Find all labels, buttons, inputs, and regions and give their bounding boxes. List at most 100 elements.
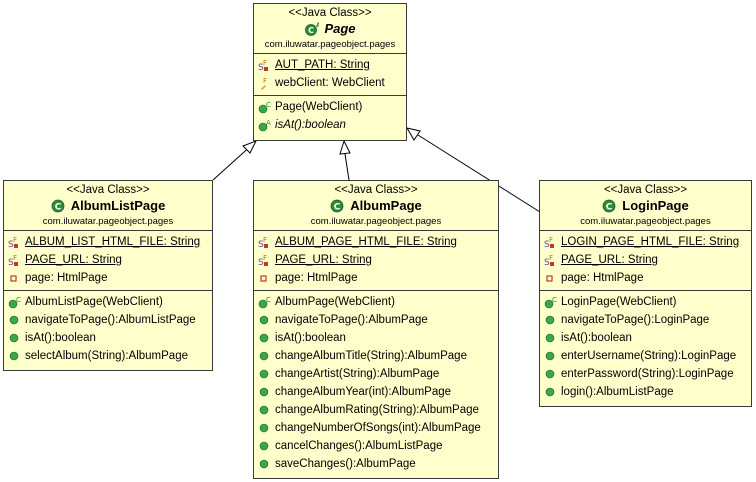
field-text: PAGE_URL: String	[25, 254, 122, 266]
method-row[interactable]: saveChanges():AlbumPage	[254, 455, 498, 473]
method-row[interactable]: C LoginPage(WebClient)	[540, 293, 751, 311]
public-method-icon	[258, 349, 273, 363]
method-row[interactable]: C AlbumListPage(WebClient)	[4, 293, 212, 311]
field-row[interactable]: F webClient: WebClient	[254, 74, 406, 92]
method-row[interactable]: changeAlbumYear(int):AlbumPage	[254, 383, 498, 401]
svg-text:F: F	[263, 59, 267, 67]
class-name: C AlbumListPage	[4, 197, 212, 215]
svg-text:C: C	[552, 296, 557, 304]
method-row[interactable]: changeArtist(String):AlbumPage	[254, 365, 498, 383]
svg-text:F: F	[263, 77, 267, 85]
private-field-icon	[544, 271, 559, 285]
class-header: <<Java Class>> C AlbumPage com.iluwatar.…	[254, 181, 498, 231]
method-text: isAt():boolean	[275, 332, 346, 344]
method-text: AlbumPage(WebClient)	[275, 296, 395, 308]
svg-text:C: C	[16, 296, 21, 304]
method-row[interactable]: selectAlbum(String):AlbumPage	[4, 347, 212, 365]
svg-text:S: S	[258, 240, 264, 249]
class-icon: C	[51, 199, 66, 213]
package-name: com.iluwatar.pageobject.pages	[580, 216, 711, 227]
method-row[interactable]: isAt():boolean	[254, 329, 498, 347]
package-name: com.iluwatar.pageobject.pages	[264, 39, 396, 50]
method-text: isAt():boolean	[25, 332, 96, 344]
public-method-icon	[544, 349, 559, 363]
class-box-albumlistpage[interactable]: <<Java Class>> C AlbumListPage com.iluwa…	[3, 180, 213, 371]
svg-text:A: A	[316, 22, 319, 29]
method-row[interactable]: isAt():boolean	[4, 329, 212, 347]
public-method-icon	[258, 367, 273, 381]
svg-text:S: S	[258, 258, 264, 267]
class-name-text: AlbumPage	[350, 198, 422, 213]
method-row[interactable]: login():AlbumListPage	[540, 383, 751, 401]
svg-text:C: C	[266, 296, 271, 304]
arrow-albumpage-to-page	[344, 153, 350, 181]
abstract-method-icon: A	[258, 118, 273, 132]
methods-section: C AlbumListPage(WebClient) navigateToPag…	[4, 290, 212, 368]
field-text: PAGE_URL: String	[275, 254, 372, 266]
method-row[interactable]: isAt():boolean	[540, 329, 751, 347]
svg-text:F: F	[13, 254, 17, 262]
public-method-icon	[8, 313, 23, 327]
class-box-loginpage[interactable]: <<Java Class>> C LoginPage com.iluwatar.…	[539, 180, 752, 407]
svg-text:F: F	[263, 254, 267, 262]
method-text: navigateToPage():AlbumListPage	[25, 314, 196, 326]
field-row[interactable]: page: HtmlPage	[4, 269, 212, 287]
field-row[interactable]: page: HtmlPage	[254, 269, 498, 287]
method-row[interactable]: enterUsername(String):LoginPage	[540, 347, 751, 365]
method-row[interactable]: enterPassword(String):LoginPage	[540, 365, 751, 383]
method-row[interactable]: navigateToPage():AlbumPage	[254, 311, 498, 329]
class-name: C LoginPage	[540, 197, 751, 215]
private-field-icon	[8, 271, 23, 285]
class-name-text: LoginPage	[622, 198, 689, 213]
method-text: changeArtist(String):AlbumPage	[275, 368, 440, 380]
field-text: AUT_PATH: String	[275, 59, 370, 71]
methods-section: C LoginPage(WebClient) navigateToPage():…	[540, 290, 751, 404]
method-row[interactable]: navigateToPage():AlbumListPage	[4, 311, 212, 329]
field-row[interactable]: page: HtmlPage	[540, 269, 751, 287]
svg-text:F: F	[549, 236, 553, 244]
method-row[interactable]: cancelChanges():AlbumListPage	[254, 437, 498, 455]
svg-text:C: C	[266, 101, 271, 109]
method-row[interactable]: C Page(WebClient)	[254, 98, 406, 116]
constructor-icon: C	[544, 295, 559, 309]
final-field-icon: F	[258, 76, 273, 90]
public-method-icon	[8, 331, 23, 345]
method-text: changeNumberOfSongs(int):AlbumPage	[275, 422, 481, 434]
svg-text:S: S	[544, 240, 550, 249]
method-text: LoginPage(WebClient)	[561, 296, 677, 308]
method-row[interactable]: C AlbumPage(WebClient)	[254, 293, 498, 311]
method-row[interactable]: navigateToPage():LoginPage	[540, 311, 751, 329]
method-row[interactable]: A isAt():boolean	[254, 116, 406, 134]
svg-text:S: S	[8, 240, 14, 249]
method-text: isAt():boolean	[275, 119, 346, 131]
public-method-icon	[258, 331, 273, 345]
arrowhead-albumlistpage	[242, 140, 258, 154]
public-method-icon	[8, 349, 23, 363]
method-row[interactable]: changeNumberOfSongs(int):AlbumPage	[254, 419, 498, 437]
svg-text:S: S	[258, 63, 264, 72]
class-name: C AlbumPage	[254, 197, 498, 215]
class-box-albumpage[interactable]: <<Java Class>> C AlbumPage com.iluwatar.…	[253, 180, 499, 479]
method-row[interactable]: changeAlbumRating(String):AlbumPage	[254, 401, 498, 419]
class-header: <<Java Class>> C LoginPage com.iluwatar.…	[540, 181, 751, 231]
method-text: AlbumListPage(WebClient)	[25, 296, 163, 308]
method-row[interactable]: changeAlbumTitle(String):AlbumPage	[254, 347, 498, 365]
public-method-icon	[258, 457, 273, 471]
svg-text:S: S	[8, 258, 14, 267]
public-method-icon	[544, 331, 559, 345]
